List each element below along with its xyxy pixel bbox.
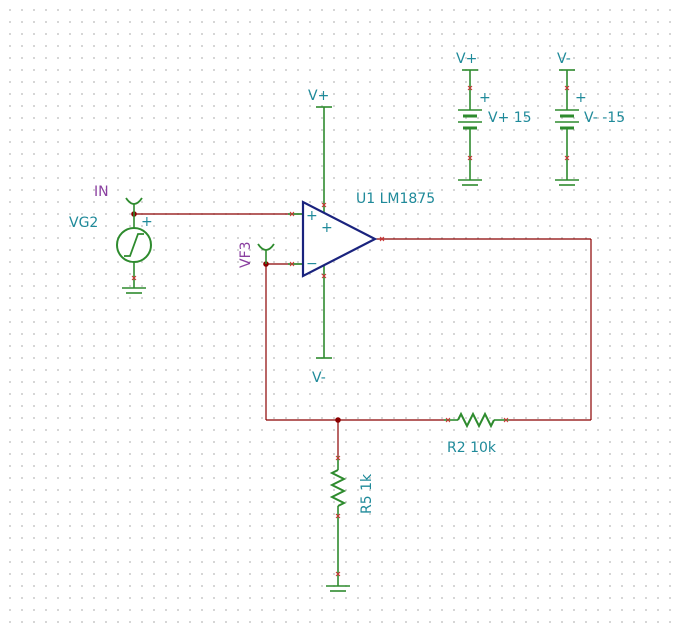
vg2-label: VG2 [69,215,98,231]
bat2-plus: + [575,90,587,106]
signal-source-vg2[interactable]: + VG2 IN [69,184,153,294]
opamp-vplus-label: V+ [308,88,329,104]
r2-zigzag [457,411,495,429]
r5-zigzag [329,469,347,507]
vg2-plus: + [141,214,153,230]
battery-vminus[interactable]: + V- V- -15 [555,51,625,186]
r2-label: R2 10k [447,440,497,456]
opamp-vminus-label: V- [312,370,326,386]
bat1-plus: + [479,90,491,106]
in-probe-icon [125,197,143,205]
junction-r-node [335,417,341,423]
resistor-r2[interactable]: R2 10k [444,411,509,456]
step-waveform-icon [124,233,144,257]
bat2-value-label: V- -15 [584,110,625,126]
bat1-value-label: V+ 15 [488,110,532,126]
probe-vf3[interactable]: VF3 [238,241,275,268]
bat1-top-label: V+ [456,51,477,67]
pin-markers [131,85,570,577]
wires [134,213,592,456]
in-label: IN [94,184,109,200]
vf3-label: VF3 [238,241,254,268]
opamp-name-label: U1 LM1875 [356,191,435,207]
bat2-top-label: V- [557,51,571,67]
resistor-r5[interactable]: R5 1k [326,456,375,592]
opamp-plus-symbol: + [306,208,318,224]
opamp-triangle [301,200,378,278]
vf3-probe-icon [257,243,275,251]
opamp-u1[interactable]: + − + V+ V- U1 LM1875 [288,88,435,386]
r5-label: R5 1k [359,473,375,514]
opamp-inner-plus: + [321,220,333,236]
battery-vplus[interactable]: + V+ V+ 15 [456,51,532,186]
opamp-minus-symbol: − [306,256,318,272]
